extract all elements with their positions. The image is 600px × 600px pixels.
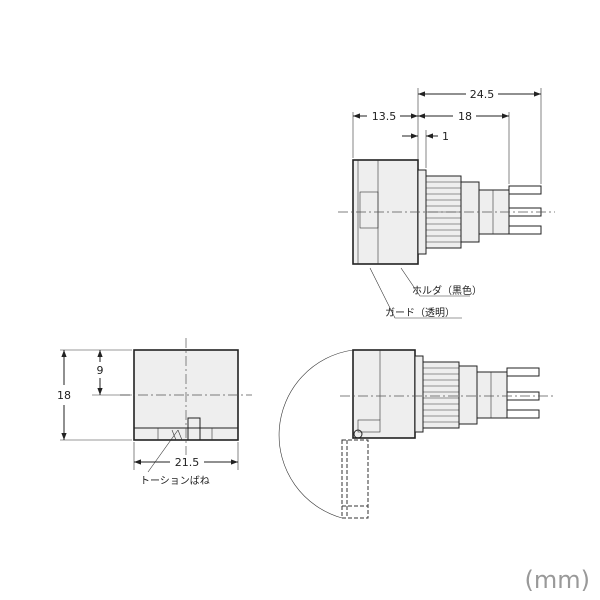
label-holder: ホルダ（黒色） xyxy=(412,284,482,297)
dim-18-top: 18 xyxy=(458,110,472,123)
label-torsion-spring: トーションばね xyxy=(140,475,210,487)
dim-24-5: 24.5 xyxy=(470,88,495,101)
dim-1: 1 xyxy=(442,130,449,143)
dim-9: 9 xyxy=(97,364,104,377)
front-view: 18 9 21.5 トーションばね xyxy=(57,338,252,487)
side-view: 24.5 13.5 18 1 ホルダ（黒色） ガード（透明） xyxy=(338,88,555,319)
dim-13-5: 13.5 xyxy=(372,110,397,123)
unit-label: (mm) xyxy=(525,566,590,594)
label-guard: ガード（透明） xyxy=(385,307,455,319)
guard-swing-arc xyxy=(278,349,354,519)
side-view-open xyxy=(278,349,555,519)
dim-18-front: 18 xyxy=(57,389,71,402)
guard-open-dashed xyxy=(341,439,369,519)
dim-21-5: 21.5 xyxy=(175,456,200,469)
